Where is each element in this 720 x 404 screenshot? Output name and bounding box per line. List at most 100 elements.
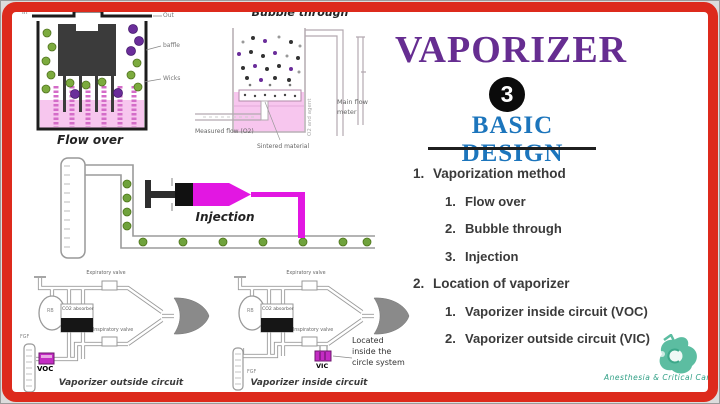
list-item: 1. Vaporization method xyxy=(413,166,566,181)
fgf-flowmeter xyxy=(232,347,244,391)
bubble-through-drawing xyxy=(195,28,366,141)
syringe-icon xyxy=(145,178,305,238)
baffle-block xyxy=(58,24,116,76)
flowmeter-ticks xyxy=(235,353,241,385)
main-flow-meter-label: Main flow meter xyxy=(337,98,368,116)
vic-stubs xyxy=(319,346,328,351)
container-walls xyxy=(36,21,148,131)
list-item: 2. Location of vaporizer xyxy=(413,276,570,291)
wicks-label: Wicks xyxy=(163,75,181,82)
inlet-pipe xyxy=(195,113,261,121)
list-number: 1. xyxy=(413,166,425,181)
inside-circuit-diagram: Expiratory valve RB CO2 absorber Inspira… xyxy=(216,262,423,396)
list-label: Vaporizer outside circuit (VIC) xyxy=(465,331,650,346)
list-item: 2. Bubble through xyxy=(445,221,562,236)
slide-subtitle: BASIC DESIGN xyxy=(461,112,564,167)
expiratory-valve xyxy=(301,280,318,291)
fgf-label: FGF xyxy=(20,335,30,340)
plate-pores xyxy=(243,93,297,98)
list-label: Location of vaporizer xyxy=(433,276,570,291)
inspiratory-valve xyxy=(301,336,318,347)
list-item: 2. Vaporizer outside circuit (VIC) xyxy=(445,331,650,346)
inspiratory-valve-label: Inspiratory valve xyxy=(92,328,134,333)
block-notch xyxy=(76,24,98,31)
injection-diagram: Injection xyxy=(55,152,375,264)
gas-dots-purple xyxy=(70,24,144,99)
rb-label: RB xyxy=(247,309,254,314)
flow-over-caption: Flow over xyxy=(57,133,123,147)
voc-box-highlight xyxy=(41,355,52,358)
list-number: 1. xyxy=(445,304,456,319)
logo-icon xyxy=(659,334,697,374)
injection-drawing xyxy=(60,157,375,259)
sintered-plate xyxy=(238,89,302,102)
list-number: 1. xyxy=(445,194,456,209)
co2-absorber-label: CO2 absorber xyxy=(62,307,94,312)
vic-box-stripes xyxy=(319,352,326,360)
rb-label: RB xyxy=(47,309,54,314)
container-walls xyxy=(232,28,306,133)
circuit-tubes-inner xyxy=(36,278,174,361)
gas-pipe xyxy=(85,164,375,249)
outside-circuit-caption: Vaporizer outside circuit xyxy=(58,378,184,388)
co2-absorber-label: CO2 absorber xyxy=(262,307,294,312)
expiratory-valve-label: Expiratory valve xyxy=(86,271,126,276)
out-label: Out xyxy=(163,12,174,19)
slide-number-badge: 3 xyxy=(489,77,525,112)
list-number: 2. xyxy=(445,331,456,346)
sintered-material-label: Sintered material xyxy=(257,143,310,150)
slide-background xyxy=(3,3,717,401)
bubbles xyxy=(237,35,302,87)
note-leader-line xyxy=(332,355,353,359)
outside-circuit-drawing xyxy=(23,276,210,393)
slide-title: VAPORIZER xyxy=(395,29,628,71)
face-mask-icon xyxy=(373,297,410,335)
inspiratory-valve xyxy=(101,336,118,347)
measured-flow-label: Measured flow (O2) xyxy=(195,128,254,135)
flowmeter-ticks xyxy=(64,165,70,248)
list-item: 1. Vaporizer inside circuit (VOC) xyxy=(445,304,648,319)
list-item: 1. Flow over xyxy=(445,194,526,209)
circuit-tubes-inner xyxy=(238,278,374,358)
face-mask-icon xyxy=(173,297,210,335)
subtitle-underline xyxy=(428,147,596,150)
expiratory-valve xyxy=(101,280,118,291)
label-leader-lines xyxy=(143,15,162,83)
bubble-through-diagram: Bubble through xyxy=(195,6,395,156)
list-label: Bubble through xyxy=(465,221,562,236)
container-lid xyxy=(32,9,152,18)
list-label: Flow over xyxy=(465,194,526,209)
list-number: 2. xyxy=(445,221,456,236)
sintered-leader-line xyxy=(264,101,281,141)
pipe-label: O2 and agent xyxy=(307,98,313,136)
gas-dots xyxy=(122,179,372,247)
list-label: Injection xyxy=(465,249,519,264)
list-number: 3. xyxy=(445,249,456,264)
in-label: In xyxy=(22,9,28,16)
list-label: Vaporization method xyxy=(433,166,566,181)
list-item: 3. Injection xyxy=(445,249,518,264)
flow-over-diagram: In Out baffle Wicks Flow over xyxy=(22,8,201,148)
inside-circuit-caption: Vaporizer inside circuit xyxy=(250,378,368,388)
credit-text: Anesthesia & Critical Care xyxy=(604,373,716,382)
baffle-legs xyxy=(63,76,114,112)
list-label: Vaporizer inside circuit (VOC) xyxy=(465,304,648,319)
flowmeter-ticks xyxy=(26,349,32,387)
vic-label: VIC xyxy=(316,362,329,370)
gas-dots-green xyxy=(41,28,143,94)
voc-label: VOC xyxy=(37,365,54,373)
down-tube xyxy=(260,100,269,121)
flowmeter xyxy=(60,157,86,259)
inspiratory-valve-label: Inspiratory valve xyxy=(292,328,334,333)
inside-circuit-drawing xyxy=(232,276,410,391)
outside-circuit-diagram: Expiratory valve RB CO2 absorber Inspira… xyxy=(16,262,221,396)
location-note: Located inside the circle system xyxy=(352,336,405,367)
voc-vaporizer-box xyxy=(38,352,55,365)
vic-vaporizer-box xyxy=(314,350,332,362)
fgf-label: FGF xyxy=(247,370,257,375)
content-list: 1. Vaporization method 1. Flow over 2. B… xyxy=(400,158,715,358)
co2-absorber-sodalime xyxy=(261,318,293,332)
list-number: 2. xyxy=(413,276,425,291)
flow-over-drawing xyxy=(32,9,162,131)
